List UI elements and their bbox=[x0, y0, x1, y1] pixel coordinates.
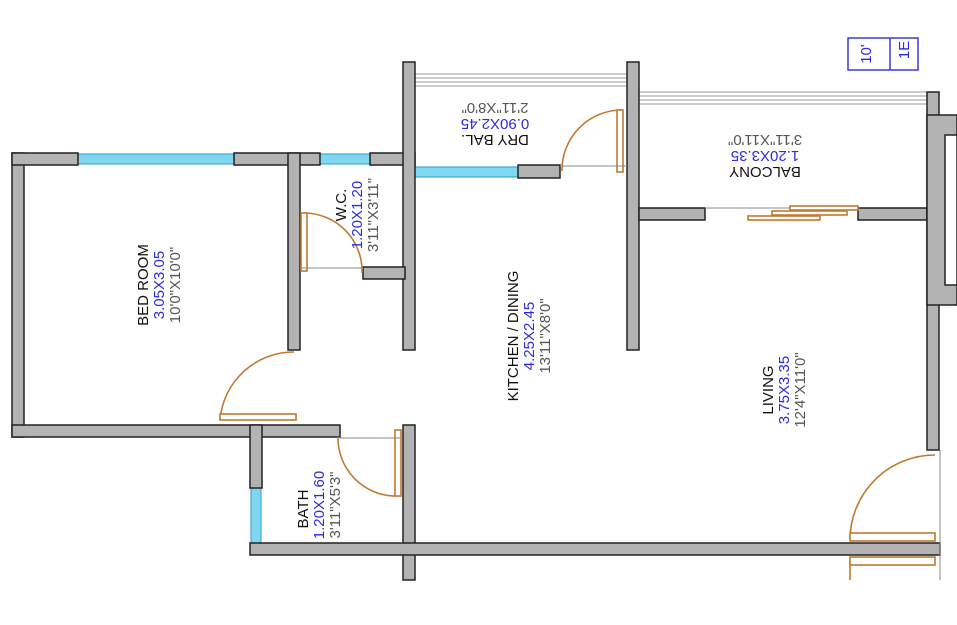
living-name: LIVING bbox=[760, 365, 777, 414]
wc-imperial: 3'11"X3'11" bbox=[365, 178, 382, 252]
dry-balcony-imperial: 2'11"X8'0" bbox=[462, 99, 529, 116]
bedroom-label: BED ROOM 3.05X3.05 10'0"X10'0" bbox=[135, 244, 184, 326]
bath-metric: 1.20X1.60 bbox=[311, 471, 328, 539]
main-entrance-door[interactable] bbox=[849, 450, 941, 580]
balcony-railing bbox=[639, 91, 927, 105]
bedroom-name: BED ROOM bbox=[135, 244, 152, 326]
balcony-metric: 1.20X3.35 bbox=[731, 147, 799, 164]
wc-window bbox=[319, 153, 371, 165]
bath-door[interactable] bbox=[337, 429, 402, 497]
kitchen-label: KITCHEN / DINING 4.25X2.45 13'11"X8'0" bbox=[505, 271, 554, 402]
wc-metric: 1.20X1.20 bbox=[349, 181, 366, 249]
living-label: LIVING 3.75X3.35 12'4"X11'0" bbox=[760, 352, 809, 427]
kitchen-imperial: 13'11"X8'0" bbox=[537, 298, 554, 373]
bath-window bbox=[250, 487, 262, 544]
bedroom-imperial: 10'0"X10'0" bbox=[167, 247, 184, 323]
balcony-name: BALCONY bbox=[729, 163, 801, 180]
bath-label: BATH 1.20X1.60 3'11"X5'3" bbox=[295, 471, 344, 539]
balcony-imperial: 3'11"X11'0" bbox=[728, 131, 802, 148]
dry-balcony-label: DRY BAL. 0.90X2.45 2'11"X8'0" bbox=[461, 99, 529, 148]
balcony-sliding-door[interactable] bbox=[705, 205, 859, 221]
kitchen-metric: 4.25X2.45 bbox=[521, 302, 538, 370]
dry-balcony-metric: 0.90X2.45 bbox=[461, 115, 529, 132]
balcony-label: BALCONY 1.20X3.35 3'11"X11'0" bbox=[728, 131, 802, 180]
living-metric: 3.75X3.35 bbox=[776, 356, 793, 424]
wc-door[interactable] bbox=[300, 212, 363, 274]
wc-name: W.C. bbox=[333, 189, 350, 222]
dry-balcony-door[interactable] bbox=[561, 109, 624, 173]
bedroom-door[interactable] bbox=[219, 351, 297, 421]
living-imperial: 12'4"X11'0" bbox=[792, 352, 809, 427]
bath-name: BATH bbox=[295, 490, 312, 529]
bedroom-window bbox=[77, 153, 235, 165]
dry-balcony-railing bbox=[415, 73, 627, 87]
corner-label-left: 10' bbox=[858, 44, 875, 64]
corner-label-right: 1E bbox=[896, 41, 913, 59]
dry-balcony-name: DRY BAL. bbox=[461, 131, 529, 148]
kitchen-name: KITCHEN / DINING bbox=[505, 271, 522, 402]
wc-label: W.C. 1.20X1.20 3'11"X3'11" bbox=[333, 178, 382, 252]
walls bbox=[11, 61, 957, 581]
kitchen-window bbox=[414, 166, 519, 178]
bedroom-metric: 3.05X3.05 bbox=[151, 251, 168, 319]
bath-imperial: 3'11"X5'3" bbox=[327, 472, 344, 539]
corner-label-box: 10' 1E bbox=[847, 37, 919, 71]
